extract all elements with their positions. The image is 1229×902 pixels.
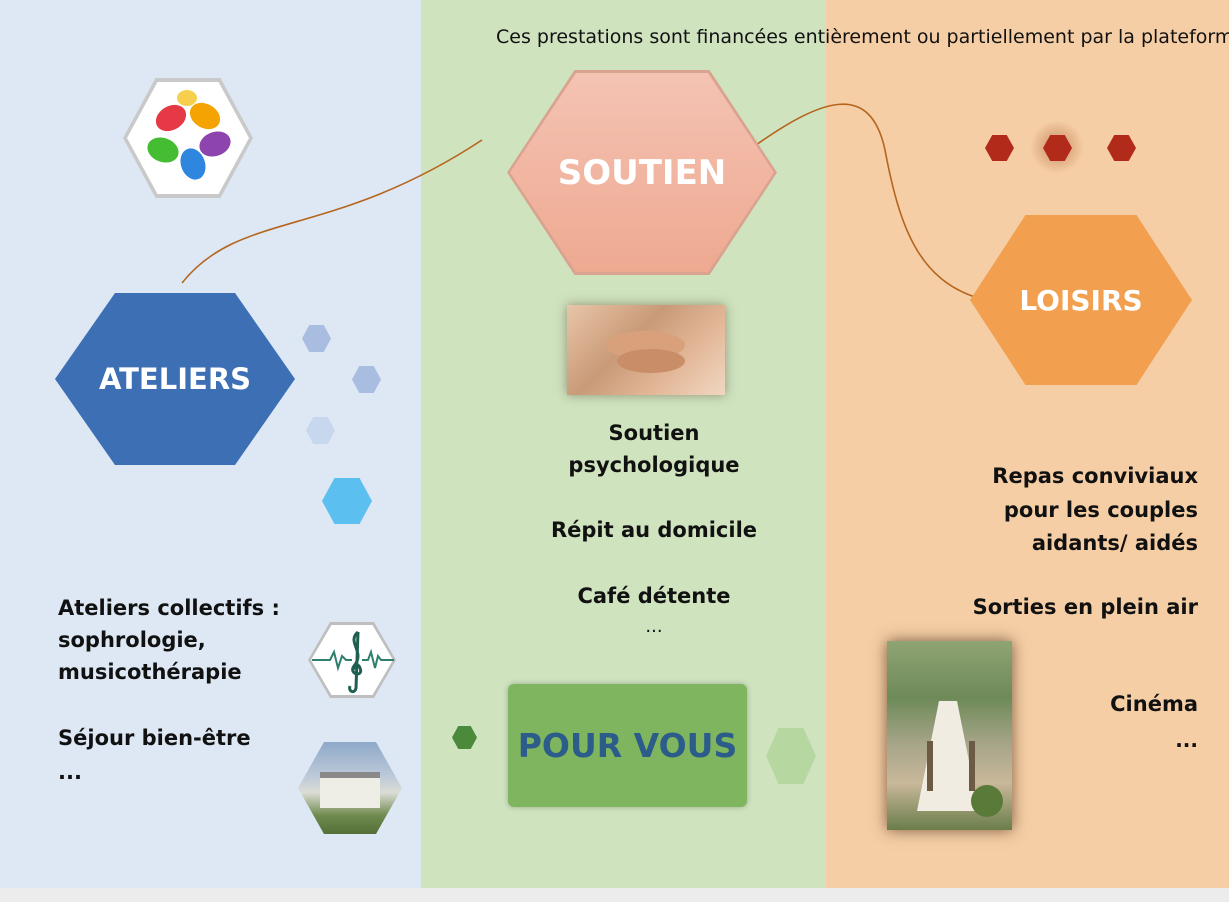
loisirs-hexagon: LOISIRS: [970, 215, 1192, 385]
loisirs-item: aidants/ aidés: [1031, 531, 1198, 555]
decorative-hex: [1043, 135, 1072, 161]
soutien-title: SOUTIEN: [557, 152, 727, 193]
pour-vous-label: POUR VOUS: [517, 726, 738, 765]
ateliers-item: sophrologie,: [58, 628, 206, 652]
ateliers-hexagon: ATELIERS: [55, 293, 295, 465]
soutien-item: ...: [645, 616, 663, 637]
ateliers-title: ATELIERS: [98, 362, 252, 396]
decorative-hex: [352, 366, 381, 393]
decorative-hex: [306, 417, 335, 444]
pour-vous-button[interactable]: POUR VOUS: [508, 684, 747, 807]
loisirs-item: Cinéma: [1110, 692, 1198, 716]
soutien-item: Soutien: [608, 421, 700, 445]
colored-hands-icon: [123, 78, 253, 198]
manor-house-photo: [298, 742, 402, 834]
outdoor-table-photo: [887, 641, 1012, 830]
decorative-hex: [322, 478, 372, 524]
loisirs-title: LOISIRS: [1019, 283, 1143, 317]
soutien-hexagon: SOUTIEN: [507, 70, 777, 275]
soutien-item: Répit au domicile: [550, 518, 758, 542]
soutien-item: Café détente: [577, 584, 731, 608]
ateliers-item: Ateliers collectifs :: [58, 596, 280, 620]
ateliers-item: musicothérapie: [58, 660, 242, 684]
soutien-item: psychologique: [568, 453, 740, 477]
decorative-hex: [302, 325, 331, 352]
bottom-strip: [0, 888, 1229, 902]
treble-clef-heartbeat-icon: [308, 622, 396, 698]
financing-note: Ces prestations sont financées entièreme…: [496, 26, 1229, 48]
loisirs-item: pour les couples: [1003, 498, 1198, 522]
loisirs-item: Sorties en plein air: [972, 595, 1198, 619]
ateliers-item: Séjour bien-être: [58, 726, 251, 750]
ateliers-item: ...: [58, 760, 82, 784]
decorative-hex: [452, 726, 477, 749]
loisirs-item: Repas conviviaux: [992, 464, 1198, 488]
decorative-hex: [1107, 135, 1136, 161]
holding-hands-photo: [567, 305, 725, 395]
loisirs-item: ...: [1175, 728, 1198, 752]
